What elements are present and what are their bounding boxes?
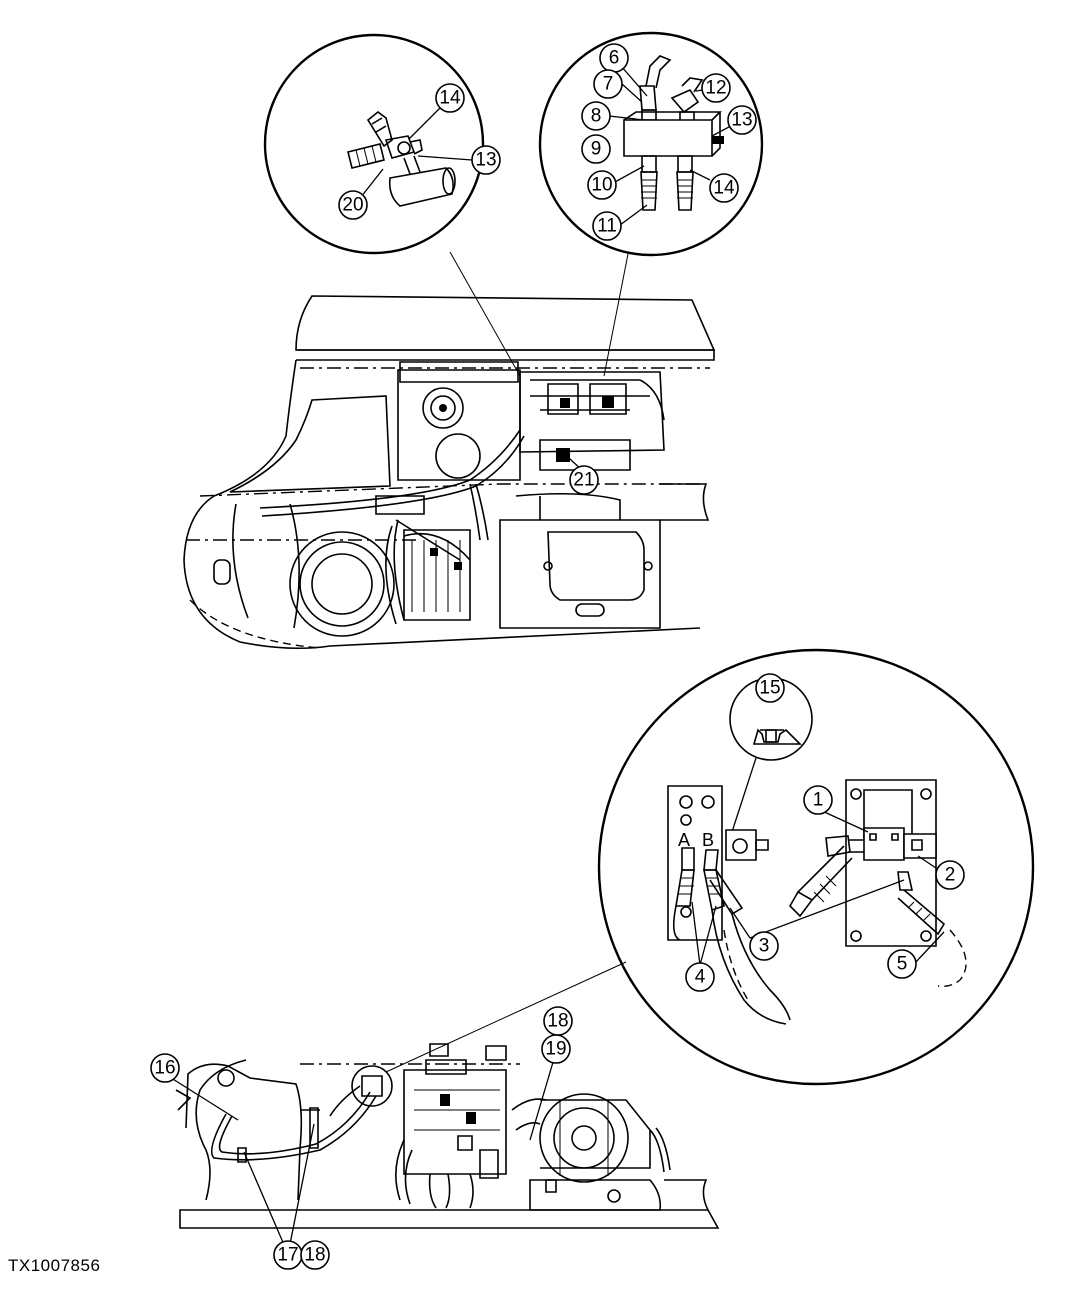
machine-side-view [176,1044,718,1228]
callout-15: 15 [756,674,784,702]
callout-9: 9 [582,135,610,163]
callout-14-top-right: 14 [710,174,738,202]
manifold-block-sketch [624,56,724,210]
svg-text:12: 12 [705,78,726,99]
svg-text:21: 21 [573,470,594,491]
callout-12: 12 [702,74,730,102]
svg-text:19: 19 [545,1039,566,1060]
callout-8: 8 [582,102,610,130]
callout-19: 19 [542,1035,570,1063]
callout-14-top-left: 14 [436,84,464,112]
svg-text:3: 3 [759,936,770,957]
svg-text:13: 13 [475,150,496,171]
callout-1: 1 [804,786,832,814]
detail-circle-bottom-right [599,650,1033,1084]
detail-circle-top-left [265,35,483,253]
callout-13-top-left: 13 [472,146,500,174]
svg-text:2: 2 [945,865,956,886]
callout-21: 21 [570,466,598,494]
callout-16: 16 [151,1054,179,1082]
port-b-label: B [702,830,714,850]
callout-18-top: 18 [544,1007,572,1035]
svg-text:14: 14 [713,178,735,199]
svg-text:16: 16 [154,1058,175,1079]
callout-7: 7 [594,70,622,98]
svg-text:15: 15 [759,678,780,699]
svg-text:18: 18 [304,1245,325,1266]
figure-id-label: TX1007856 [8,1256,101,1275]
svg-text:17: 17 [277,1245,298,1266]
callout-3: 3 [750,932,778,960]
callout-17: 17 [274,1241,302,1269]
svg-text:1: 1 [813,790,824,811]
svg-text:9: 9 [591,139,602,160]
svg-text:5: 5 [897,954,908,975]
svg-text:7: 7 [603,74,614,95]
svg-text:8: 8 [591,106,602,127]
callout-5: 5 [888,950,916,978]
svg-text:11: 11 [597,216,617,237]
svg-text:20: 20 [342,195,363,216]
callout-10: 10 [588,171,616,199]
svg-text:4: 4 [695,967,706,988]
callout-2: 2 [936,861,964,889]
svg-text:10: 10 [591,175,612,196]
callout-18-bottom: 18 [301,1241,329,1269]
callout-11: 11 [593,212,621,240]
detail-circle-top-right [540,33,762,255]
svg-text:14: 14 [439,88,461,109]
callout-13-top-right: 13 [728,106,756,134]
callout-4: 4 [686,963,714,991]
svg-text:18: 18 [547,1011,568,1032]
port-a-fitting [674,848,694,940]
callout-6: 6 [600,44,628,72]
tee-fitting-sketch [348,112,455,206]
svg-text:6: 6 [609,48,620,69]
port-b-fitting [704,850,742,914]
port-a-label: A [678,830,690,850]
callout-20: 20 [339,191,367,219]
svg-text:13: 13 [731,110,752,131]
machine-top-view [184,296,714,648]
